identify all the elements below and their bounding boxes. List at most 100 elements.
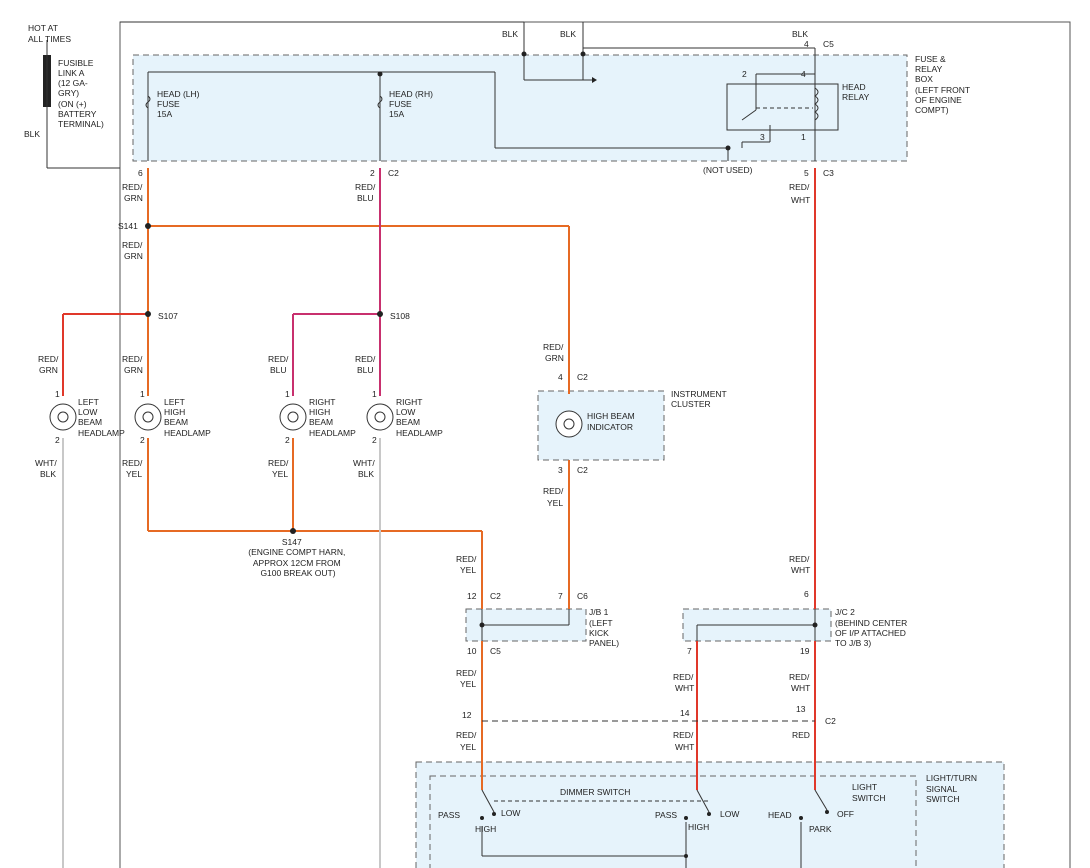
pin-relay-3: 3 (760, 132, 765, 142)
wire-red-yel-2: RED/YEL (268, 458, 289, 479)
wire-red-yel-5: RED/YEL (456, 668, 477, 689)
label-off: OFF (837, 809, 854, 819)
pin-rl-2: 2 (372, 435, 377, 445)
label-jc2: J/C 2 (BEHIND CENTER OF I/P ATTACHED TO … (835, 607, 910, 648)
wire-wht-blk-1: WHT/BLK (35, 458, 57, 479)
label-head: HEAD (768, 810, 792, 820)
label-not-used: (NOT USED) (703, 165, 753, 175)
label-s107: S107 (158, 311, 178, 321)
pin-jb-c5: C5 (490, 646, 501, 656)
pin-ls-13: 13 (796, 704, 806, 714)
label-low-2: LOW (720, 809, 739, 819)
pin-jb-10: 10 (467, 646, 477, 656)
wire-red-yel-6: RED/YEL (456, 730, 477, 752)
wire-red-yel-1: RED/YEL (122, 458, 143, 479)
label-s108: S108 (390, 311, 410, 321)
pin-ic-4: 4 (558, 372, 563, 382)
label-blk-left: BLK (24, 129, 40, 139)
label-high-1: HIGH (475, 824, 496, 834)
label-dimmer-switch: DIMMER SWITCH (560, 787, 630, 797)
wire-red-grn-4: RED/GRN (122, 354, 143, 375)
diagram-frame (119, 21, 1071, 868)
pin-jc-19: 19 (800, 646, 810, 656)
label-light-turn-switch: LIGHT/TURN SIGNAL SWITCH (926, 773, 979, 804)
wire-red-wht-5: RED/WHT (673, 730, 694, 752)
wire-red-yel-4: RED/YEL (456, 554, 477, 575)
label-blk-top1: BLK (502, 29, 518, 39)
fuse-relay-box (132, 54, 908, 162)
pin-rh-2b: 2 (285, 435, 290, 445)
wire-red-blu-1: RED/BLU (355, 182, 376, 203)
label-s141: S141 (118, 221, 138, 231)
headlamp-symbols (49, 403, 583, 438)
pin-relay-1: 1 (801, 132, 806, 142)
label-s147: S147 (ENGINE COMPT HARN, APPROX 12CM FRO… (248, 537, 348, 578)
pin-jc-6: 6 (804, 589, 809, 599)
pin-jb-7: 7 (558, 591, 563, 601)
pin-ic-3: 3 (558, 465, 563, 475)
label-park: PARK (809, 824, 832, 834)
pin-ll-1: 1 (55, 389, 60, 399)
pin-ls-12: 12 (462, 710, 472, 720)
label-fuse-relay-box: FUSE & RELAY BOX (LEFT FRONT OF ENGINE C… (915, 54, 972, 115)
pin-c3-connector: C3 (823, 168, 834, 178)
label-blk-top3: BLK (792, 29, 808, 39)
pin-jb-c2: C2 (490, 591, 501, 601)
pin-lh-2: 2 (140, 435, 145, 445)
wire-red-grn-2: RED/GRN (122, 240, 143, 261)
pin-jb-c6: C6 (577, 591, 588, 601)
pin-c5-connector: C5 (823, 39, 834, 49)
pin-rh-1: 1 (285, 389, 290, 399)
wire-red-1: RED (792, 730, 810, 740)
pin-rh-2: 2 (370, 168, 375, 178)
wire-red-grn-3: RED/GRN (38, 354, 59, 375)
wire-red-grn-1: RED/GRN (122, 182, 143, 203)
wire-wht-blk-2: WHT/BLK (353, 458, 375, 479)
pin-rl-1: 1 (372, 389, 377, 399)
wire-color-labels: RED/GRN RED/BLU RED/WHT RED/GRN RED/GRN … (35, 182, 810, 752)
pin-ls-c2: C2 (825, 716, 836, 726)
label-pass-2: PASS (655, 810, 677, 820)
label-high-2: HIGH (688, 822, 709, 832)
wire-red-blu-2: RED/BLU (268, 354, 289, 375)
pin-c5-4: 4 (804, 39, 809, 49)
label-low-1: LOW (501, 808, 520, 818)
pin-labels: 4 C5 2 4 3 1 6 2 C2 5 C3 1 2 1 2 1 2 1 2… (55, 39, 836, 726)
wire-red-wht-3: RED/WHT (673, 672, 694, 693)
battery-wiring (43, 21, 839, 169)
pin-lh-1: 1 (140, 389, 145, 399)
light-switch-inner-box (429, 775, 917, 868)
wire-red-wht-2: RED/WHT (789, 554, 810, 575)
pin-jc-7: 7 (687, 646, 692, 656)
label-blk-top2: BLK (560, 29, 576, 39)
pin-relay-2: 2 (742, 69, 747, 79)
pin-jb-12: 12 (467, 591, 477, 601)
label-fusible-link: FUSIBLE LINK A (12 GA- GRY) (ON (+) BATT… (58, 58, 104, 129)
wire-red-grn-5: RED/GRN (543, 342, 564, 363)
wire-red-wht-4: RED/WHT (789, 672, 810, 693)
pin-c2-top: C2 (388, 168, 399, 178)
pin-lh-6: 6 (138, 168, 143, 178)
pin-c3-5: 5 (804, 168, 809, 178)
label-pass-1: PASS (438, 810, 460, 820)
wire-red-wht-1: RED/WHT (789, 182, 810, 205)
pin-relay-4: 4 (801, 69, 806, 79)
label-jb1: J/B 1 (LEFT KICK PANEL) (589, 607, 619, 648)
wires (62, 168, 829, 868)
pin-ls-14: 14 (680, 708, 690, 718)
pin-ic-c2b: C2 (577, 465, 588, 475)
pin-ic-c2a: C2 (577, 372, 588, 382)
wire-red-yel-3: RED/YEL (543, 486, 564, 508)
